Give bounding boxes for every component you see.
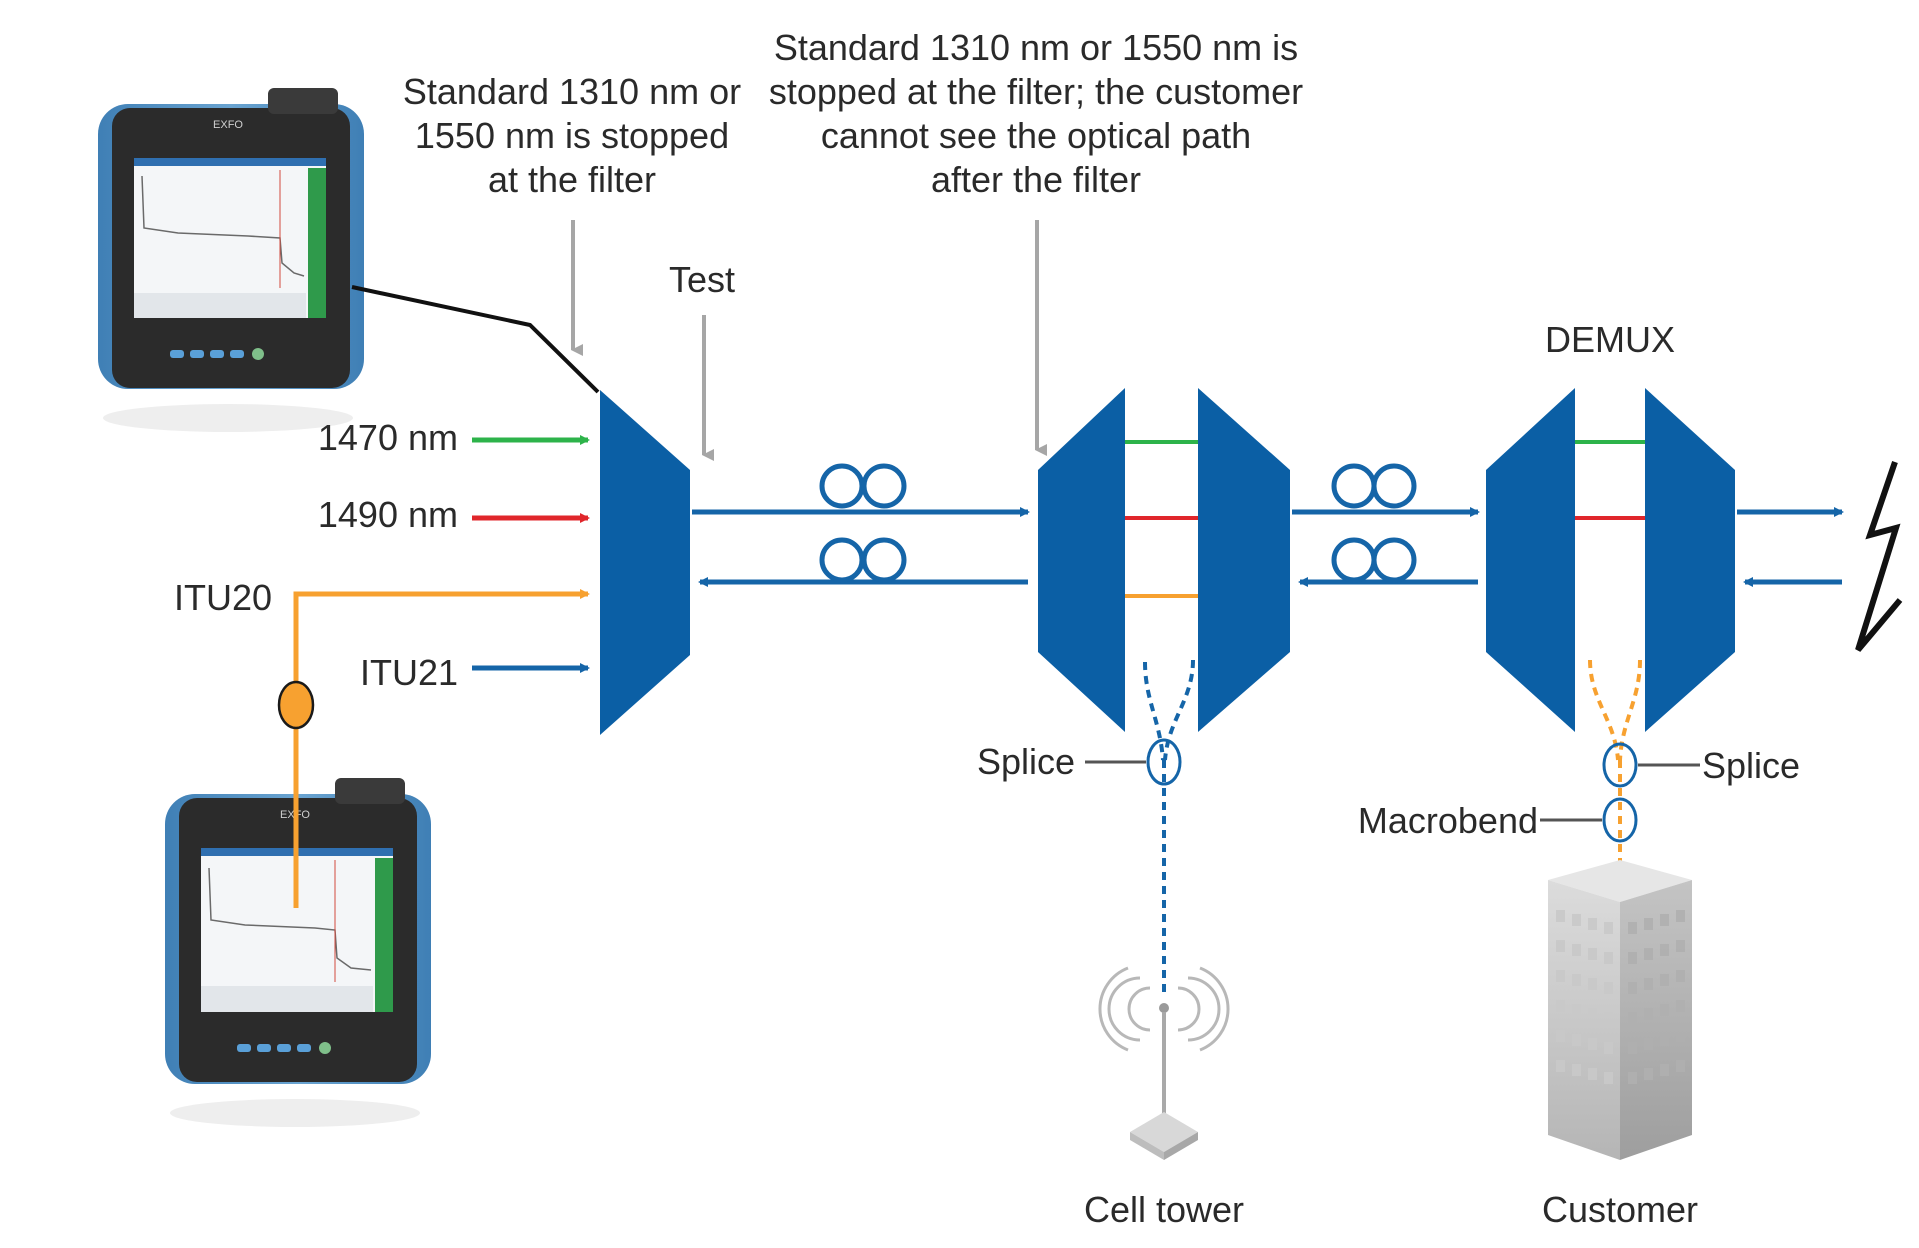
device-screen-footer <box>134 293 306 318</box>
device-handle <box>268 88 338 114</box>
fiber-spool-icon <box>1331 537 1417 583</box>
oadm-mux-right <box>1198 388 1290 732</box>
wavelength-label-itu20: ITU20 <box>174 577 272 618</box>
fiber-spool-icon <box>819 463 907 509</box>
device-screen-sidebar <box>375 858 393 1012</box>
itu20-connector <box>277 680 315 730</box>
device-handle <box>335 778 405 804</box>
wavelength-label-itu21: ITU21 <box>360 652 458 693</box>
device-screen <box>134 158 326 318</box>
filter-note-2-line-4: after the filter <box>931 159 1141 200</box>
wavelength-label-1470: 1470 nm <box>318 417 458 458</box>
splice-label-right: Splice <box>1702 745 1800 786</box>
filter-note-1-line-2: 1550 nm is stopped <box>415 115 729 156</box>
device-screen-header <box>134 158 326 166</box>
wavelength-label-1490: 1490 nm <box>318 494 458 535</box>
fiber-spool-icon <box>819 537 907 583</box>
otdr-trace <box>141 175 305 277</box>
device-brand: EXFO <box>213 119 243 131</box>
customer-label: Customer <box>1542 1189 1698 1230</box>
demux-left <box>1486 388 1575 732</box>
filter-note-1-line-3: at the filter <box>488 159 656 200</box>
oadm-demux-left <box>1038 388 1125 732</box>
device-buttons <box>170 348 264 360</box>
break-icon <box>1855 461 1903 652</box>
otdr-patch-cord <box>351 285 600 394</box>
splice-marker-right <box>1602 742 1638 788</box>
macrobend-label: Macrobend <box>1358 800 1538 841</box>
device-screen-sidebar <box>308 168 326 318</box>
filter-note-2-line-3: cannot see the optical path <box>821 115 1251 156</box>
customer-building-icon <box>1548 860 1692 1160</box>
customer-drop-fiber <box>1588 659 1642 865</box>
wdm-filter <box>600 390 690 735</box>
device-shadow <box>170 1099 420 1127</box>
filter-note-2-line-1: Standard 1310 nm or 1550 nm is <box>774 27 1298 68</box>
filter-note-2-line-2: stopped at the filter; the customer <box>769 71 1303 112</box>
cell-tower-icon <box>1098 966 1230 1160</box>
device-screen-footer <box>201 986 373 1012</box>
demux-label: DEMUX <box>1545 319 1675 360</box>
otdr-trace <box>208 867 372 971</box>
otdr-device-top: EXFO <box>98 88 364 432</box>
cell-tower-drop-fiber <box>1143 659 1195 995</box>
macrobend-marker <box>1602 797 1638 843</box>
splice-label-left: Splice <box>977 741 1075 782</box>
arrow-itu20 <box>293 589 590 908</box>
device-shadow <box>103 404 353 432</box>
filter-note-1-line-1: Standard 1310 nm or <box>403 71 741 112</box>
splice-marker-left <box>1146 738 1182 786</box>
demux-right <box>1645 388 1735 732</box>
device-buttons <box>237 1042 331 1054</box>
test-label: Test <box>669 259 735 300</box>
cell-tower-label: Cell tower <box>1084 1189 1244 1230</box>
fiber-spool-icon <box>1331 463 1417 509</box>
